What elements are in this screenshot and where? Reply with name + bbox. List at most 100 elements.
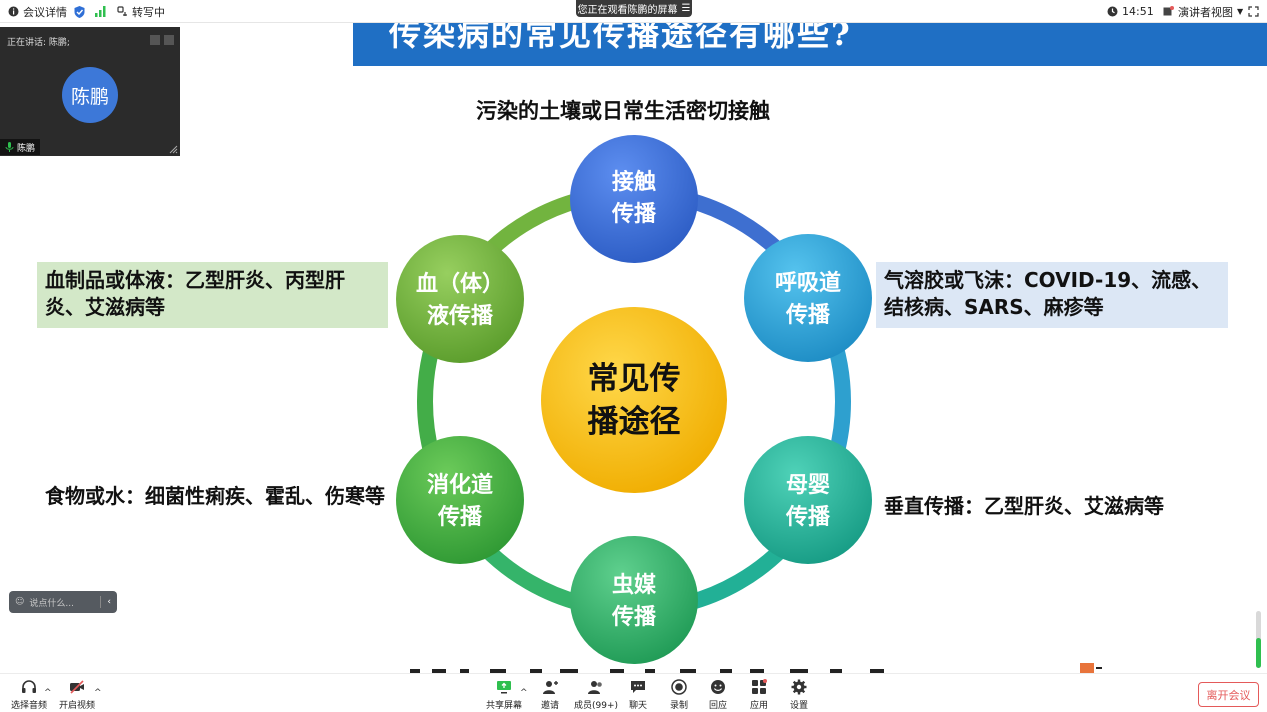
reaction-button[interactable]: 回应 <box>709 679 727 711</box>
node-respiratory-line2: 传播 <box>785 303 831 328</box>
divider <box>100 596 102 608</box>
members-button[interactable]: 成员(99+) <box>574 679 618 711</box>
collapse-chevron-icon[interactable]: ‹ <box>107 597 111 607</box>
slide-title-bar: 传染病的常见传播途径有哪些? <box>353 23 1267 66</box>
share-screen-button[interactable]: 共享屏幕 <box>486 679 522 711</box>
members-label: 成员(99+) <box>574 701 619 711</box>
screen-share-banner[interactable]: 您正在观看陈鹏的屏幕 ☰ <box>576 0 692 17</box>
video-options-caret-icon[interactable]: ^ <box>94 688 102 698</box>
chat-quick-input[interactable]: ☺ 说点什么... ‹ <box>9 591 117 613</box>
presenter-view-label: 演讲者视图 <box>1178 5 1233 19</box>
chat-label: 聊天 <box>629 701 648 711</box>
node-blood-line2: 液传播 <box>427 303 494 329</box>
audio-button[interactable]: 选择音频 <box>11 679 47 711</box>
network-status[interactable] <box>95 4 106 19</box>
volume-level-indicator <box>1256 611 1261 668</box>
video-button[interactable]: 开启视频 <box>59 679 95 711</box>
node-mother-infant: 母婴 传播 <box>744 436 872 564</box>
top-bar: 会议详情 转写中 您正在观看陈鹏的屏幕 ☰ <box>0 0 1267 23</box>
share-options-caret-icon[interactable]: ^ <box>520 688 528 698</box>
apps-button[interactable]: 应用 <box>750 679 768 711</box>
video-label: 开启视频 <box>59 701 96 711</box>
clipped-text-fragment <box>410 669 884 673</box>
center-node: 常见传 播途径 <box>541 307 727 493</box>
participant-name: 陈鹏 <box>17 143 36 154</box>
record-button[interactable]: 录制 <box>670 679 688 711</box>
invite-button[interactable]: 邀请 <box>541 679 559 711</box>
node-respiratory-line1: 呼吸道 <box>775 270 841 296</box>
transcription-status[interactable]: 转写中 <box>117 4 165 19</box>
annotation-vertical: 垂直传播：乙型肝炎、艾滋病等 <box>884 494 1164 518</box>
transmission-routes-diagram: 常见传 播途径 接触 传播 呼吸道 传播 母婴 传播 <box>396 135 872 664</box>
reaction-label: 回应 <box>709 701 728 711</box>
reaction-icon <box>711 680 725 694</box>
chevron-down-icon: ▼ <box>1237 7 1244 16</box>
node-contact-line2: 传播 <box>611 202 657 227</box>
transcribing-label: 转写中 <box>132 5 165 19</box>
contact-transmission-caption: 污染的土壤或日常生活密切接触 <box>476 99 770 123</box>
share-label: 共享屏幕 <box>486 701 523 711</box>
presenter-view-icon <box>1163 6 1174 16</box>
fullscreen-icon <box>1248 6 1259 17</box>
record-label: 录制 <box>670 701 689 711</box>
volume-level-fill <box>1256 638 1261 668</box>
audio-options-caret-icon[interactable]: ^ <box>44 688 52 698</box>
leave-meeting-button[interactable]: 离开会议 <box>1198 682 1259 707</box>
record-icon <box>671 679 687 695</box>
speaker-video-tile[interactable]: 正在讲话: 陈鹏; 陈鹏 陈鹏 <box>0 27 180 156</box>
share-screen-icon <box>497 681 511 694</box>
meeting-details-button[interactable]: 会议详情 <box>8 4 67 19</box>
node-mother-infant-line1: 母婴 <box>786 473 830 498</box>
node-blood: 血（体） 液传播 <box>396 235 524 363</box>
avatar: 陈鹏 <box>62 67 118 123</box>
node-respiratory: 呼吸道 传播 <box>744 234 872 362</box>
apps-grid-icon <box>752 679 767 694</box>
security-shield[interactable] <box>74 4 85 19</box>
gear-icon <box>791 679 807 695</box>
speaking-name: 陈鹏; <box>48 38 70 48</box>
apps-label: 应用 <box>750 701 769 711</box>
chat-placeholder: 说点什么... <box>29 598 74 609</box>
shield-icon <box>74 5 85 18</box>
emoji-icon[interactable]: ☺ <box>15 597 25 607</box>
presenter-view-dropdown[interactable]: 演讲者视图 ▼ <box>1163 4 1243 19</box>
signal-icon <box>95 6 106 17</box>
annotation-respiratory: 气溶胶或飞沫：COVID-19、流感、结核病、SARS、麻疹等 <box>876 262 1228 328</box>
resize-handle-icon[interactable] <box>169 145 178 154</box>
node-digestive: 消化道 传播 <box>396 436 524 564</box>
audio-label: 选择音频 <box>11 701 48 711</box>
clock-icon <box>1107 6 1118 17</box>
settings-button[interactable]: 设置 <box>790 679 808 711</box>
shared-slide: 传染病的常见传播途径有哪些? 污染的土壤或日常生活密切接触 <box>0 23 1267 673</box>
annotation-food: 食物或水：细菌性痢疾、霍乱、伤寒等 <box>45 484 385 508</box>
node-digestive-line2: 传播 <box>437 505 483 530</box>
bottom-toolbar: 选择音频 ^ 开启视频 ^ 共享屏幕 ^ 邀请 <box>0 673 1267 712</box>
chat-button[interactable]: 聊天 <box>629 679 647 711</box>
speaking-indicator: 正在讲话: 陈鹏; <box>7 35 70 48</box>
node-vector-line1: 虫媒 <box>612 572 657 598</box>
microphone-icon <box>5 142 14 152</box>
transcribe-icon <box>117 6 127 16</box>
headphone-icon <box>22 680 36 693</box>
video-tile-controls-icon[interactable] <box>150 33 176 47</box>
fullscreen-button[interactable] <box>1248 4 1259 19</box>
meeting-details-label: 会议详情 <box>23 5 67 19</box>
node-vector: 虫媒 传播 <box>570 536 698 664</box>
chat-icon <box>631 681 645 693</box>
node-contact: 接触 传播 <box>570 135 698 263</box>
center-text-line2: 播途径 <box>588 404 681 440</box>
meeting-clock: 14:51 <box>1107 4 1154 19</box>
node-digestive-line1: 消化道 <box>427 472 493 498</box>
share-banner-text: 您正在观看陈鹏的屏幕 <box>577 5 678 16</box>
invite-icon <box>543 681 558 694</box>
node-blood-line1: 血（体） <box>416 271 504 297</box>
members-icon <box>588 681 602 694</box>
camera-off-icon <box>70 680 84 694</box>
node-contact-line1: 接触 <box>612 169 656 195</box>
node-vector-line2: 传播 <box>611 605 657 630</box>
participant-name-tag: 陈鹏 <box>0 139 41 155</box>
slide-logo-icon <box>1080 663 1102 673</box>
center-text-line1: 常见传 <box>588 361 681 397</box>
node-mother-infant-line2: 传播 <box>785 505 831 530</box>
